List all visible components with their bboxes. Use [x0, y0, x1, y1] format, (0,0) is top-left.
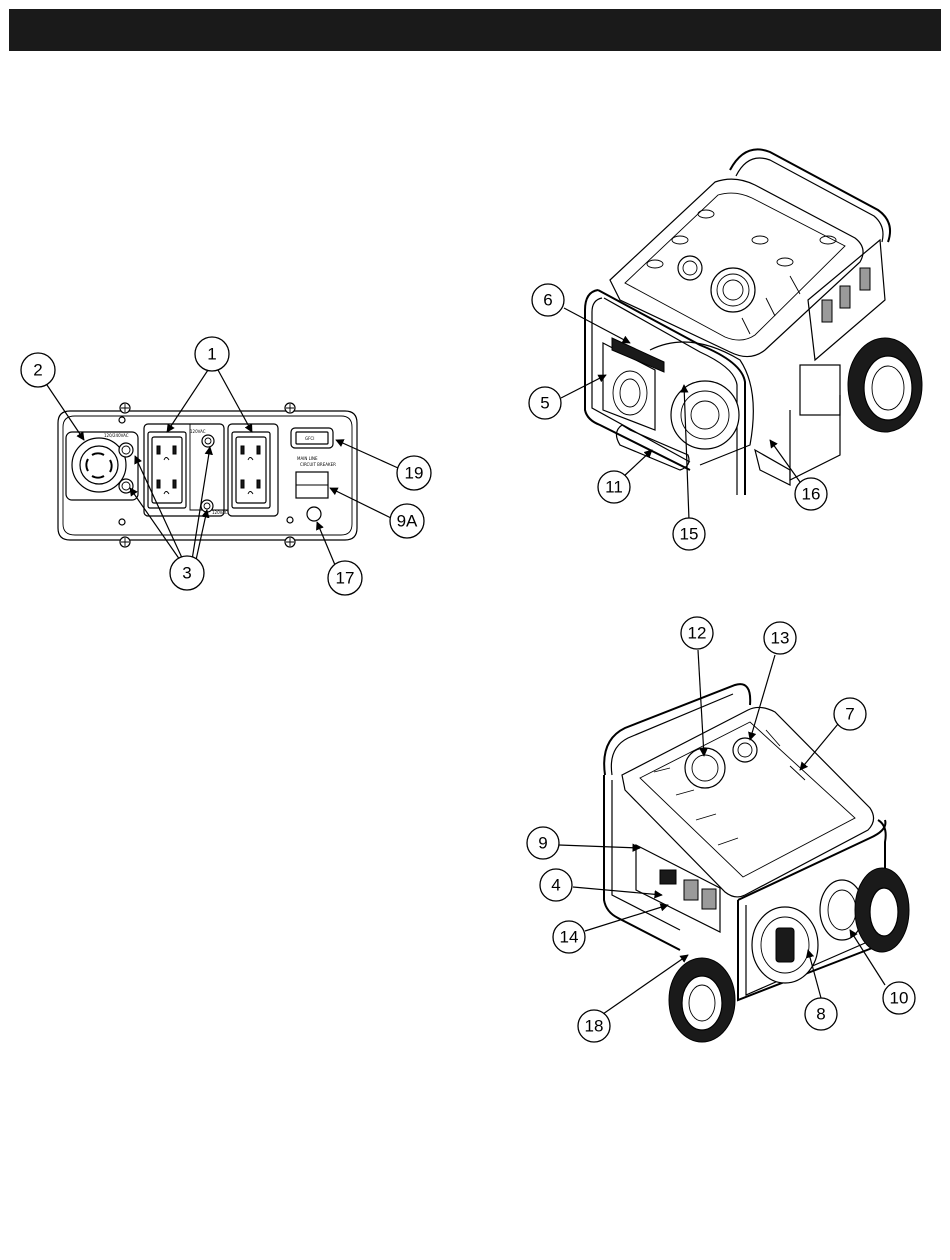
duplex-bottom-label: 120VAC	[212, 510, 228, 515]
callout-9a: 9A	[390, 504, 424, 538]
gfci-label: GFCI	[305, 436, 314, 441]
svg-text:8: 8	[816, 1005, 825, 1024]
callout-10: 10	[883, 982, 915, 1014]
generator-front-view	[585, 149, 922, 495]
twistlock-label: 120/240VAC	[104, 433, 129, 438]
callout-14: 14	[553, 921, 585, 953]
svg-text:11: 11	[605, 478, 623, 497]
mounting-screw-bl	[120, 537, 130, 547]
svg-text:3: 3	[182, 564, 191, 583]
breaker-caption-2: CIRCUIT BREAKER	[300, 462, 336, 467]
callout-15: 15	[673, 518, 705, 550]
callout-6: 6	[532, 284, 564, 316]
svg-text:19: 19	[405, 464, 424, 483]
callout-12: 12	[681, 617, 713, 649]
callout-16: 16	[795, 478, 827, 510]
breaker-caption-1: MAIN LINE	[297, 456, 318, 461]
svg-text:15: 15	[680, 525, 699, 544]
callout-1: 1	[195, 337, 229, 371]
svg-text:4: 4	[551, 876, 560, 895]
svg-text:5: 5	[540, 394, 549, 413]
svg-text:13: 13	[771, 629, 790, 648]
svg-text:12: 12	[688, 624, 707, 643]
svg-text:14: 14	[560, 928, 579, 947]
svg-text:6: 6	[543, 291, 552, 310]
panel-indicator-light	[307, 507, 321, 521]
outlet-breaker-button-top	[202, 435, 214, 447]
duplex-top-label: 120VAC	[190, 429, 206, 434]
mounting-screw-br	[285, 537, 295, 547]
mounting-screw-tr	[285, 403, 295, 413]
callout-13: 13	[764, 622, 796, 654]
svg-text:18: 18	[585, 1017, 604, 1036]
duplex-outlet-right	[228, 424, 278, 516]
callout-11: 11	[598, 471, 630, 503]
generator-rear-view	[604, 684, 909, 1042]
svg-text:1: 1	[207, 345, 216, 364]
callout-19: 19	[397, 456, 431, 490]
mounting-screw-tl	[120, 403, 130, 413]
callout-17: 17	[328, 561, 362, 595]
circuit-breaker-button-lower	[119, 479, 133, 493]
callout-4: 4	[540, 869, 572, 901]
callout-3: 3	[170, 556, 204, 590]
svg-text:9A: 9A	[397, 512, 418, 531]
callout-8: 8	[805, 998, 837, 1030]
svg-text:7: 7	[845, 705, 854, 724]
svg-text:10: 10	[890, 989, 909, 1008]
callout-7: 7	[834, 698, 866, 730]
control-panel: 120/240VAC 120VAC 120VAC GFCI	[58, 403, 357, 547]
circuit-breaker-button-upper	[119, 443, 133, 457]
svg-text:17: 17	[336, 569, 355, 588]
svg-text:9: 9	[538, 834, 547, 853]
svg-text:2: 2	[33, 361, 42, 380]
callout-9: 9	[527, 827, 559, 859]
callout-18: 18	[578, 1010, 610, 1042]
main-circuit-breaker	[296, 472, 328, 498]
svg-text:16: 16	[802, 485, 821, 504]
gfci-indicator: GFCI	[291, 428, 333, 448]
callout-2: 2	[21, 353, 55, 387]
callout-5: 5	[529, 387, 561, 419]
